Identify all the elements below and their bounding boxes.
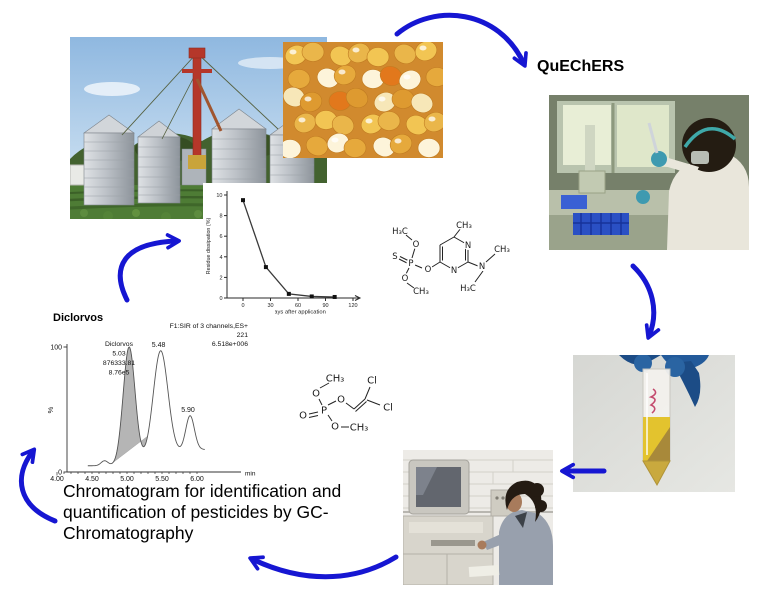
caption-line-2: quantification of pesticides by GC-	[63, 502, 329, 522]
svg-text:5.48: 5.48	[152, 342, 166, 349]
quechers-label: QuEChERS	[537, 58, 625, 75]
grain-elevator-tower	[121, 47, 279, 169]
svg-text:30: 30	[267, 303, 273, 309]
svg-text:0: 0	[241, 303, 244, 309]
svg-text:Residue dissipation (%): Residue dissipation (%)	[206, 217, 212, 274]
svg-text:6.518e+006: 6.518e+006	[212, 341, 248, 348]
arrow-lab-to-tube	[630, 263, 661, 340]
gc-instrument-photo	[403, 450, 553, 585]
caption-line-1: Chromatogram for identification and	[63, 481, 342, 501]
svg-text:N: N	[479, 262, 485, 272]
svg-text:2: 2	[219, 275, 222, 281]
lab-sample-prep-photo	[549, 95, 749, 250]
diclorvos-chromatogram: 0 100 4.00 4.50 5.00 5.50 6.00 min% 5.48 5.90 Dicl…	[46, 312, 256, 483]
svg-text:5.50: 5.50	[155, 476, 169, 483]
svg-text:221: 221	[237, 332, 249, 339]
svg-text:H₃C: H₃C	[392, 227, 408, 237]
svg-text:CH₃: CH₃	[326, 374, 345, 385]
svg-text:Diclorvos: Diclorvos	[105, 341, 134, 348]
caption-line-3: Chromatography	[63, 523, 194, 543]
tube-rack	[561, 195, 629, 235]
svg-text:H₃C: H₃C	[460, 284, 476, 294]
svg-text:O: O	[425, 265, 432, 275]
svg-text:O: O	[312, 389, 320, 400]
svg-text:4.00: 4.00	[50, 476, 64, 483]
svg-text:100: 100	[50, 345, 62, 352]
chromatogram-title: Diclorvos	[53, 312, 103, 324]
svg-text:CH₃: CH₃	[413, 287, 429, 297]
svg-text:min: min	[245, 471, 256, 478]
svg-text:Cl: Cl	[383, 403, 393, 414]
svg-text:5.00: 5.00	[120, 476, 134, 483]
svg-text:8.76e5: 8.76e5	[109, 370, 130, 377]
svg-text:O: O	[402, 274, 409, 284]
svg-text:0: 0	[219, 296, 222, 302]
svg-text:5.90: 5.90	[181, 407, 195, 414]
svg-text:O: O	[331, 422, 339, 433]
svg-text:120: 120	[348, 303, 357, 309]
svg-text:S: S	[392, 252, 397, 262]
svg-text:%: %	[46, 406, 55, 413]
svg-text:90: 90	[322, 303, 328, 309]
marker-writing	[648, 388, 657, 414]
svg-text:CH₃: CH₃	[350, 423, 369, 434]
svg-text:5.03: 5.03	[112, 351, 125, 358]
svg-text:4: 4	[219, 255, 222, 261]
svg-text:P: P	[321, 406, 327, 417]
svg-text:6: 6	[219, 234, 222, 240]
svg-text:Days after application: Days after application	[270, 310, 326, 316]
svg-text:O: O	[413, 240, 420, 250]
svg-text:N: N	[465, 241, 471, 251]
svg-text:0: 0	[58, 470, 62, 477]
svg-text:P: P	[408, 259, 413, 269]
svg-text:6.00: 6.00	[190, 476, 204, 483]
svg-text:10: 10	[216, 193, 222, 199]
researcher	[636, 118, 749, 250]
svg-text:O: O	[299, 411, 307, 422]
svg-text:O: O	[337, 395, 345, 406]
analyst	[468, 480, 553, 585]
svg-text:N: N	[451, 266, 457, 276]
extract-test-tube-photo	[573, 355, 735, 492]
centrifuge-tube	[642, 368, 671, 487]
svg-text:60: 60	[295, 303, 301, 309]
arrow-instrument-to-caption	[248, 554, 399, 580]
chromatogram-box: 0 100 4.00 4.50 5.00 5.50 6.00 min% 5.48 5.90 Dicl…	[45, 308, 275, 483]
figure-caption: Chromatogram for identification and quan…	[63, 481, 403, 544]
arrow-chromatogram-to-chart	[117, 233, 181, 303]
svg-text:876333.81: 876333.81	[103, 360, 135, 367]
svg-text:F1:SIR of 3 channels,ES+: F1:SIR of 3 channels,ES+	[170, 323, 248, 330]
svg-text:4.50: 4.50	[85, 476, 99, 483]
svg-text:Cl: Cl	[367, 376, 377, 387]
svg-text:CH₃: CH₃	[456, 221, 472, 231]
corn-kernels-photo	[283, 42, 443, 158]
svg-text:8: 8	[219, 214, 222, 220]
svg-text:CH₃: CH₃	[494, 245, 510, 255]
instrument-monitor	[408, 459, 470, 515]
